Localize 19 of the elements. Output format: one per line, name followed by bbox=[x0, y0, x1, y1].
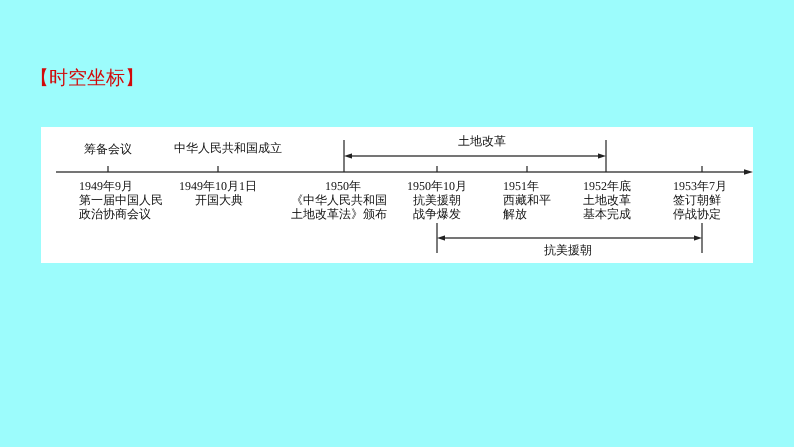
date-label: 1949年9月 bbox=[79, 179, 133, 193]
date-label: 1950年10月 bbox=[407, 179, 467, 193]
period-label: 土地改革 bbox=[458, 134, 506, 148]
section-title: 【时空坐标】 bbox=[30, 66, 144, 90]
event-label: 《中华人民共和国土地改革法》颁布 bbox=[291, 193, 388, 221]
period-label: 抗美援朝 bbox=[544, 243, 592, 257]
event-label: 土地改革基本完成 bbox=[583, 193, 632, 221]
event-label: 开国大典 bbox=[195, 193, 243, 207]
event-label: 签订朝鲜停战协定 bbox=[673, 193, 722, 221]
date-label: 1950年 bbox=[325, 179, 361, 193]
event-label: 筹备会议 bbox=[84, 142, 132, 156]
date-label: 1951年 bbox=[503, 179, 539, 193]
event-label: 第一届中国人民政治协商会议 bbox=[79, 193, 164, 221]
date-label: 1952年底 bbox=[583, 179, 631, 193]
date-label: 1949年10月1日 bbox=[179, 179, 257, 193]
date-label: 1953年7月 bbox=[673, 179, 727, 193]
event-label: 西藏和平解放 bbox=[503, 193, 552, 221]
event-label: 中华人民共和国成立 bbox=[174, 141, 282, 155]
event-label: 抗美援朝战争爆发 bbox=[413, 193, 462, 221]
